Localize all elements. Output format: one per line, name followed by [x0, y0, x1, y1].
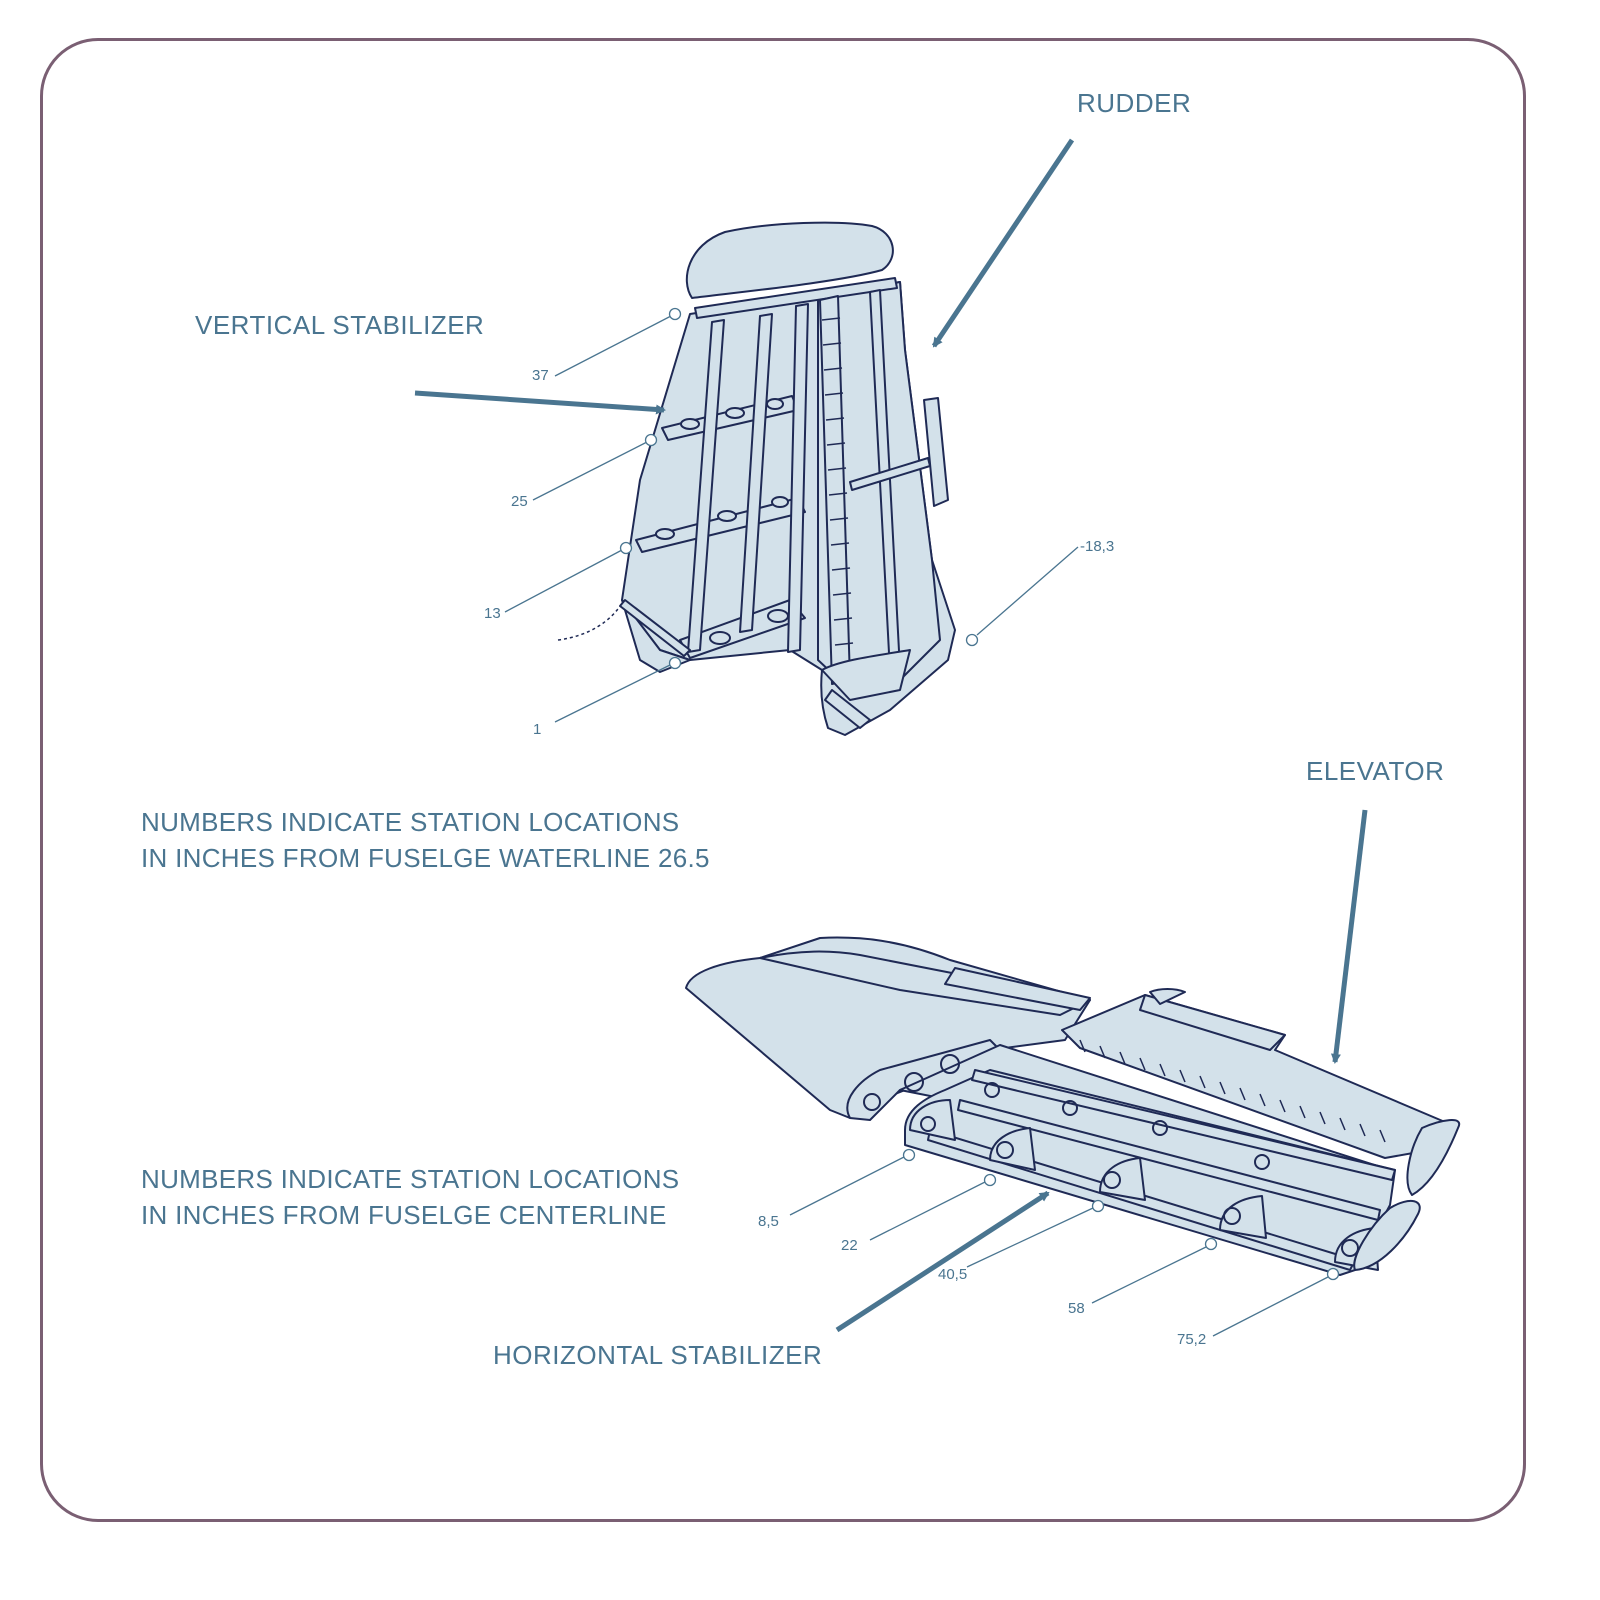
station-75-2: 75,2 [1177, 1331, 1206, 1348]
horizontal-stabilizer-label: HORIZONTAL STABILIZER [493, 1340, 823, 1370]
station-8-5: 8,5 [758, 1213, 779, 1230]
horizontal-note-line-1: NUMBERS INDICATE STATION LOCATIONS [141, 1164, 680, 1194]
station-minus-18-3: -18,3 [1080, 538, 1114, 555]
rudder-ladder [821, 317, 854, 646]
horizontal-rib-holes [863, 1054, 1359, 1257]
station-40-5: 40,5 [938, 1266, 967, 1283]
vertical-stabilizer-drawing [619, 221, 956, 736]
station-22: 22 [841, 1237, 858, 1254]
elevator-label: ELEVATOR [1306, 756, 1445, 786]
station-1: 1 [533, 721, 541, 738]
station-37: 37 [532, 367, 549, 384]
horizontal-stabilizer-arrow [835, 1190, 1050, 1333]
vertical-note-line-1: NUMBERS INDICATE STATION LOCATIONS [141, 807, 680, 837]
vertical-station-numbers: 37 25 13 1 -18,3 [484, 367, 1114, 738]
rudder-arrow [931, 138, 1075, 348]
dashed-fairing-line [557, 602, 623, 641]
station-13: 13 [484, 605, 501, 622]
vertical-stabilizer-label: VERTICAL STABILIZER [195, 310, 485, 340]
vertical-station-leaders [504, 307, 1079, 723]
vertical-note-line-2: IN INCHES FROM FUSELGE WATERLINE 26.5 [141, 843, 710, 873]
elevator-ribs [1079, 1039, 1386, 1143]
rudder-label: RUDDER [1077, 88, 1192, 118]
pointer-arrows [414, 138, 1368, 1333]
horizontal-station-leaders [789, 1148, 1340, 1337]
station-58: 58 [1068, 1300, 1085, 1317]
vertical-station-note: NUMBERS INDICATE STATION LOCATIONS IN IN… [141, 804, 710, 876]
horizontal-stabilizer-drawing [685, 936, 1461, 1276]
station-25: 25 [511, 493, 528, 510]
horizontal-station-numbers: 8,5 22 40,5 58 75,2 [758, 1213, 1206, 1348]
vertical-stabilizer-arrow [414, 390, 666, 415]
elevator-arrow [1330, 809, 1368, 1064]
horizontal-station-note: NUMBERS INDICATE STATION LOCATIONS IN IN… [141, 1161, 679, 1233]
horizontal-note-line-2: IN INCHES FROM FUSELGE CENTERLINE [141, 1200, 667, 1230]
